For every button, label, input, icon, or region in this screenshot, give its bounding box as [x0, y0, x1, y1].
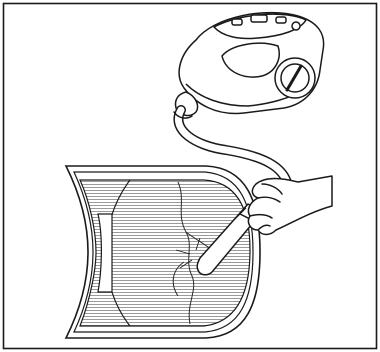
vacuum-button-right	[276, 17, 286, 23]
vacuum-button-left	[232, 19, 242, 25]
mesh-filter	[66, 166, 260, 338]
vacuum-display	[251, 15, 267, 22]
vacuum-dial	[292, 22, 300, 30]
